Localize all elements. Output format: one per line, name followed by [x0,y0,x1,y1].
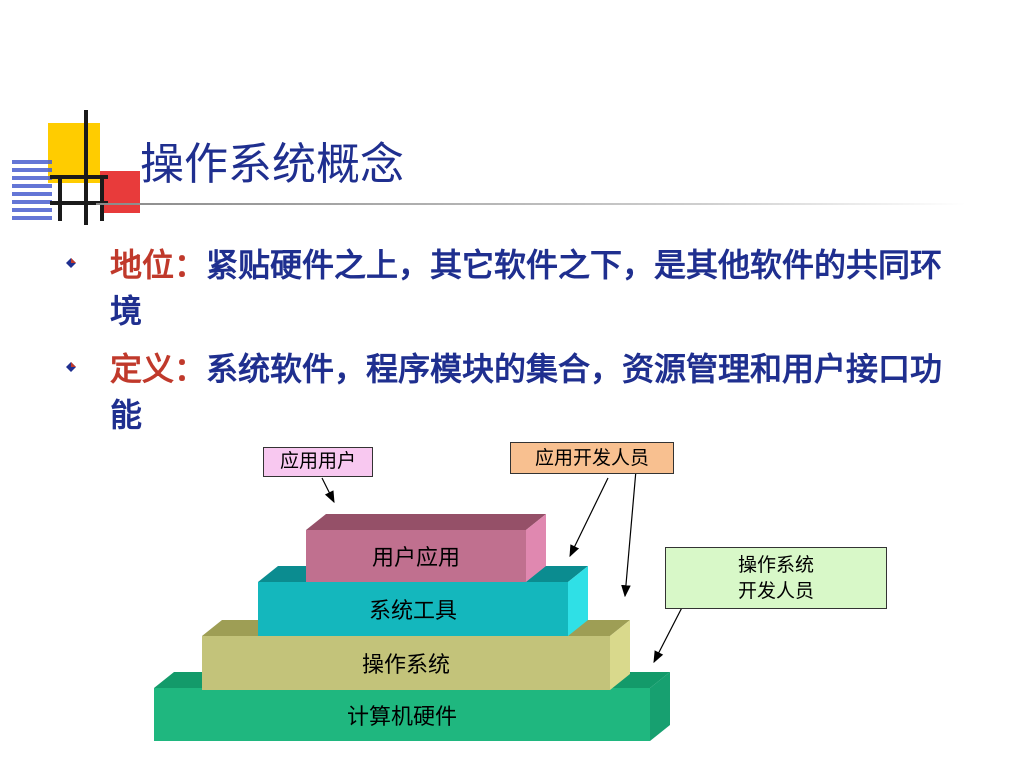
title-divider [96,203,966,205]
app-developer-label: 应用开发人员 [534,447,649,469]
tier-os-label: 操作系统 [361,653,450,678]
bullet-diamond-icon [66,258,76,268]
os-developer-label-line2: 开发人员 [737,580,814,602]
tier-hardware-label: 计算机硬件 [346,704,457,730]
app-user-label: 应用用户 [279,450,356,472]
page-title: 操作系统概念 [140,139,404,190]
app-user-box: 应用用户 [263,447,373,477]
bullet-term: 定义： [110,350,207,388]
app-developer-box: 应用开发人员 [510,442,674,474]
os-developer-label-line1: 操作系统 [737,554,814,576]
bullet-text: 系统软件，程序模块的集合，资源管理和用户接口功能 [110,350,943,434]
logo-decoration [10,105,145,230]
bullet-definition: 定义：系统软件，程序模块的集合，资源管理和用户接口功能 [66,346,966,438]
tier-user-app-block [306,514,546,582]
tier-user-app-label: 用户应用 [371,546,460,571]
bullet-diamond-icon [66,362,76,372]
tier-tools-label: 系统工具 [368,599,457,624]
os-developer-box: 操作系统 开发人员 [665,547,887,609]
bullet-position: 地位：紧贴硬件之上，其它软件之下，是其他软件的共同环境 [66,242,966,334]
bullet-term: 地位： [110,246,207,284]
bullet-text: 紧贴硬件之上，其它软件之下，是其他软件的共同环境 [110,246,943,330]
